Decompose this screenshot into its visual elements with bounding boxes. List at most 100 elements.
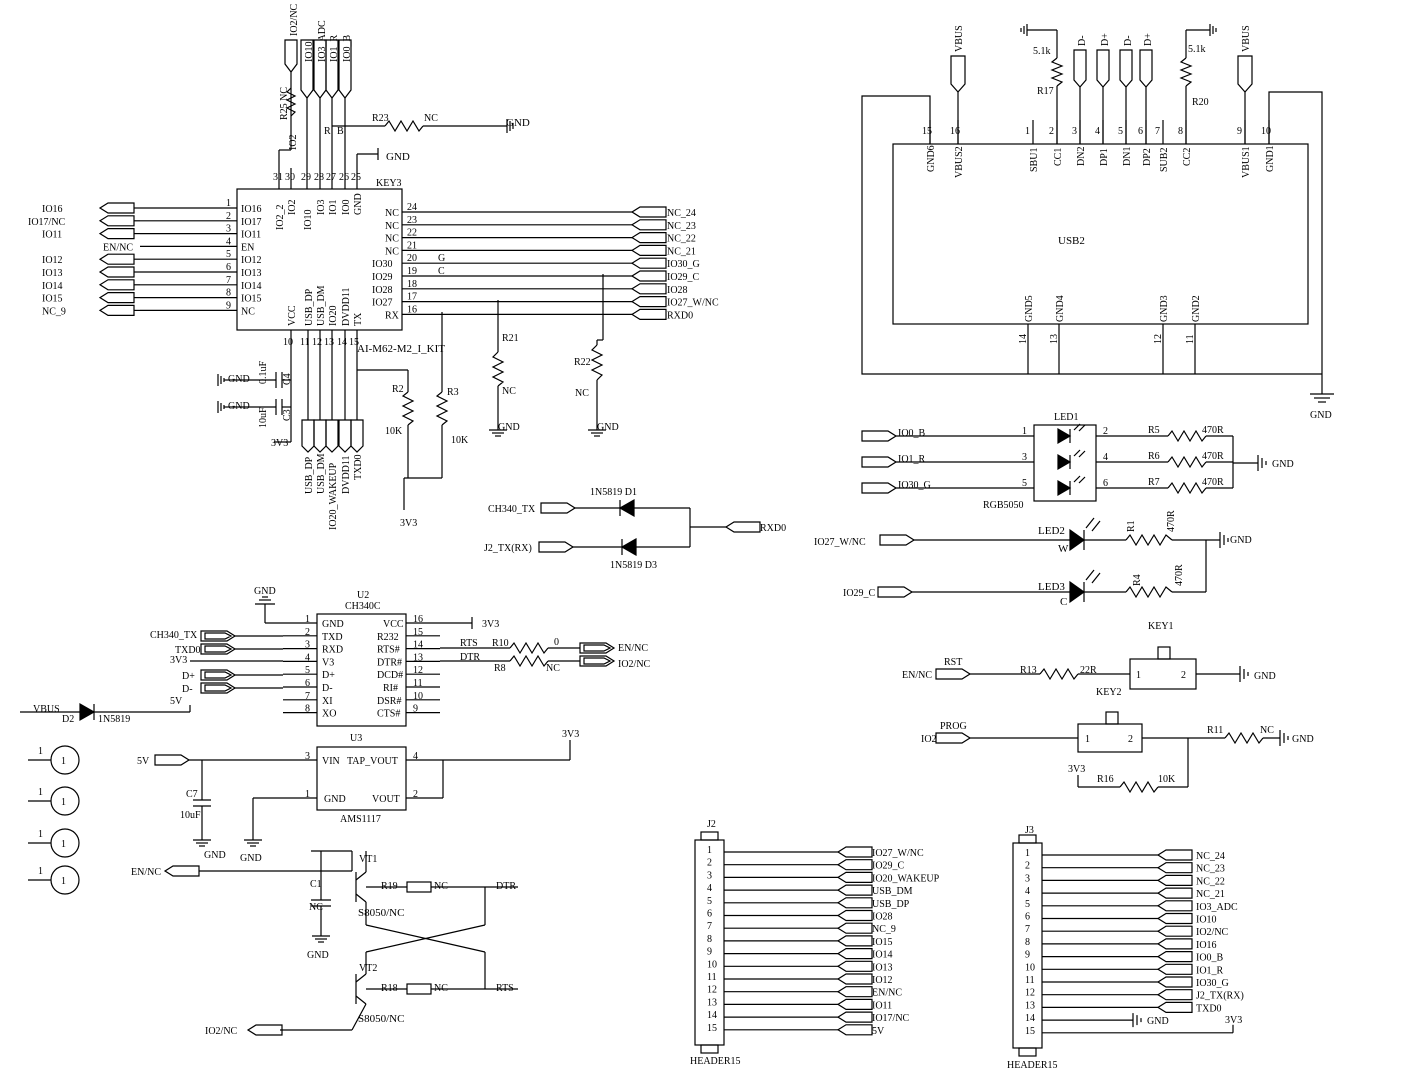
3v3-pullup: 3V3 — [400, 518, 417, 529]
u2-left-pin-num: 4 — [305, 652, 310, 663]
b-label: B — [337, 126, 344, 137]
u1-right-net: IO28 — [667, 285, 688, 296]
r19-label: R19 — [381, 881, 398, 892]
usb-top-pin-name: VBUS1 — [1241, 146, 1252, 178]
j3-pins-pin-num: 12 — [1025, 988, 1035, 999]
usb-top-pin-name: CC2 — [1182, 148, 1193, 166]
u1-left-net: IO12 — [42, 255, 63, 266]
j2-pins-net: EN/NC — [872, 988, 902, 999]
j3-pins-pin-num: 11 — [1025, 975, 1035, 986]
u1-left-net: NC_9 — [42, 306, 66, 317]
u2-dtr: DTR — [460, 652, 480, 663]
usb-top-pin-name: DP2 — [1142, 148, 1153, 166]
u1-left-pin-num: 3 — [226, 224, 231, 235]
j3-pins-net: GND — [1147, 1016, 1169, 1027]
c7-label: C7 — [186, 789, 198, 800]
u2-out-io2: IO2/NC — [618, 659, 651, 670]
vt2-label: VT2 — [359, 963, 377, 974]
key2-prog: KEY2 1 2 IO2 PROG R11 NC GND 3V3 R16 10K — [921, 687, 1314, 794]
r17-label: R17 — [1037, 86, 1054, 97]
r10-value: 0 — [554, 637, 559, 648]
u1-right-pin-name: IO29 — [372, 272, 393, 283]
net-io0-b-top: IO0_B — [342, 34, 353, 62]
j2-pins-pin-num: 3 — [707, 870, 712, 881]
r8-value: NC — [546, 663, 560, 674]
r22-label: R22 — [574, 357, 591, 368]
u1-right-pin-tag: G — [438, 253, 445, 264]
u1-left-pin-num: 9 — [226, 300, 231, 311]
u2-body — [316, 613, 407, 727]
j2-pins-net: 5V — [872, 1026, 885, 1037]
u3-vin: VIN — [322, 756, 340, 767]
u2-net-ch340-tx: CH340_TX — [150, 630, 198, 641]
led1-net: IO30_G — [898, 480, 931, 491]
led1-res: R7 — [1148, 477, 1160, 488]
u1-left-net: IO14 — [42, 281, 63, 292]
j2-pins-net: IO29_C — [872, 861, 905, 872]
j3-pins-pin-num: 6 — [1025, 912, 1030, 923]
usb-bottom-pin-num: 14 — [1018, 334, 1029, 344]
j3-pins-net: IO0_B — [1196, 953, 1224, 964]
net-txd0-bottom: TXD0 — [353, 454, 364, 480]
j2-pins-net: IO11 — [872, 1000, 892, 1011]
u1-bottom-pin-name: TX — [353, 312, 364, 326]
u1-top-pin-num: 30 — [285, 172, 295, 183]
c4-label: C4 — [282, 373, 293, 385]
r13-label: R13 — [1020, 665, 1037, 676]
u2-right-pin-name: R232 — [377, 632, 399, 643]
j2-pins-pin-num: 1 — [707, 845, 712, 856]
u1-left-net: EN/NC — [103, 242, 133, 253]
key2-p1: 1 — [1085, 734, 1090, 745]
j2-pins-net: IO17/NC — [872, 1013, 910, 1024]
net-io2-nc-top: IO2/NC — [289, 3, 300, 36]
u2-right-pin-num: 12 — [413, 665, 423, 676]
j3-pins-net: TXD0 — [1196, 1003, 1222, 1014]
j3-pins-pin-num: 2 — [1025, 861, 1030, 872]
u3-gnd2: GND — [240, 853, 262, 864]
u2-ref: U2 — [357, 590, 369, 601]
r11-label: R11 — [1207, 725, 1223, 736]
j3-pins-net: NC_22 — [1196, 876, 1225, 887]
u2-left-pin-num: 8 — [305, 704, 310, 715]
j2-pins-net: IO27_W/NC — [872, 848, 924, 859]
j2-pins-pin-num: 14 — [707, 1010, 717, 1021]
u1-right-net: NC_22 — [667, 234, 696, 245]
u2-left-pin-num: 6 — [305, 678, 310, 689]
j3-pins-net: IO1_R — [1196, 965, 1224, 976]
usb-top-pin-num: 3 — [1072, 126, 1077, 137]
j2-pins-pin-num: 7 — [707, 921, 712, 932]
u1-left-pin-name: IO12 — [241, 255, 262, 266]
key1-net: EN/NC — [902, 670, 932, 681]
j2-pins-net: IO13 — [872, 962, 893, 973]
j3-pins-net: J2_TX(RX) — [1196, 991, 1244, 1002]
q1-part: S8050/NC — [358, 907, 404, 919]
led2-name: LED2 — [1038, 525, 1065, 537]
u1-right-net: RXD0 — [667, 310, 693, 321]
key1-sig: RST — [944, 657, 962, 668]
r21-value: NC — [502, 386, 516, 397]
usb-top-pin-name: DN1 — [1122, 147, 1133, 166]
u1-left-net: IO15 — [42, 294, 63, 305]
u2-right-pin-num: 11 — [413, 678, 423, 689]
key2-3v3: 3V3 — [1068, 764, 1085, 775]
u2-right-pin-name: VCC — [383, 619, 404, 630]
key2-p2: 2 — [1128, 734, 1133, 745]
u1-bottom-pin-num: 10 — [283, 337, 293, 348]
led1-gnd: GND — [1272, 459, 1294, 470]
u1-right-pin-num: 18 — [407, 279, 417, 290]
u1-left-pin-num: 4 — [226, 236, 231, 247]
io2-label: IO2 — [288, 134, 299, 150]
j3-pins-net: NC_23 — [1196, 864, 1225, 875]
j3-ref: J3 — [1025, 825, 1034, 836]
u2-right-pin-name: DTR# — [377, 657, 402, 668]
j3-pins-pin-num: 14 — [1025, 1013, 1035, 1024]
j2-pins-net: USB_DM — [872, 886, 913, 897]
j3-pins-pin-num: 5 — [1025, 899, 1030, 910]
u3-gnd-pin: GND — [324, 794, 346, 805]
led1-pin-out: 2 — [1103, 426, 1108, 437]
u1-top-pin-num: 29 — [301, 172, 311, 183]
u1-right-net: IO27_W/NC — [667, 298, 719, 309]
gnd-r21: GND — [498, 422, 520, 433]
